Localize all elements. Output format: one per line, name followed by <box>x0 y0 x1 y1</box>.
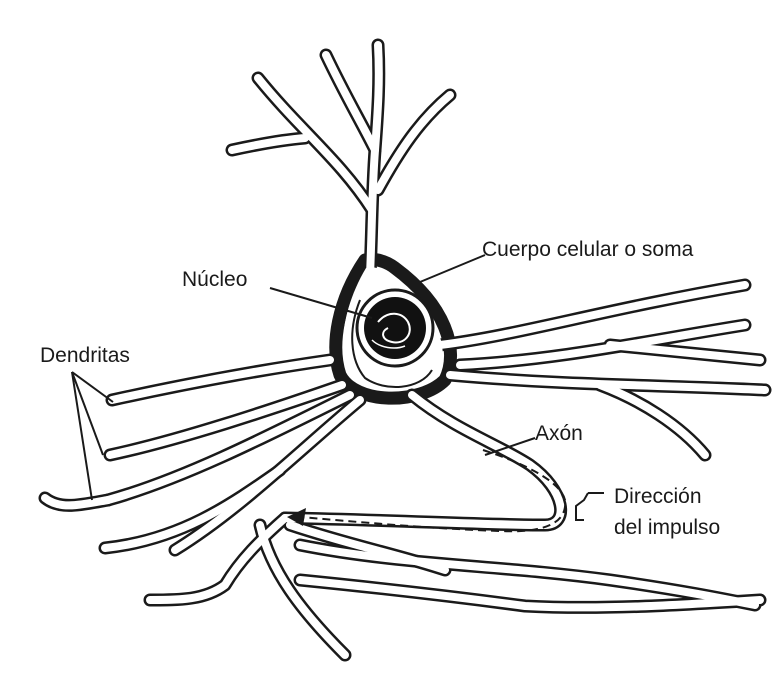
direction-bracket <box>575 492 604 521</box>
impulse-arrowhead <box>287 508 306 526</box>
nucleus <box>355 288 435 368</box>
soma-label: Cuerpo celular o soma <box>482 238 694 261</box>
nucleus-leader-line <box>269 287 373 319</box>
direction-label-line2: del impulso <box>614 516 720 539</box>
direction-label-line1: Dirección <box>614 485 702 508</box>
soma-leader-line <box>419 254 486 283</box>
cell-body-membrane <box>351 299 433 388</box>
dendrites-label: Dendritas <box>40 344 130 367</box>
neuron-core <box>41 41 769 659</box>
dendrites-leader-lines <box>71 371 114 501</box>
nucleus-label: Núcleo <box>182 268 247 291</box>
axon-label: Axón <box>535 422 583 445</box>
axon-leader-line <box>484 437 536 456</box>
impulse-direction-line <box>299 449 567 533</box>
